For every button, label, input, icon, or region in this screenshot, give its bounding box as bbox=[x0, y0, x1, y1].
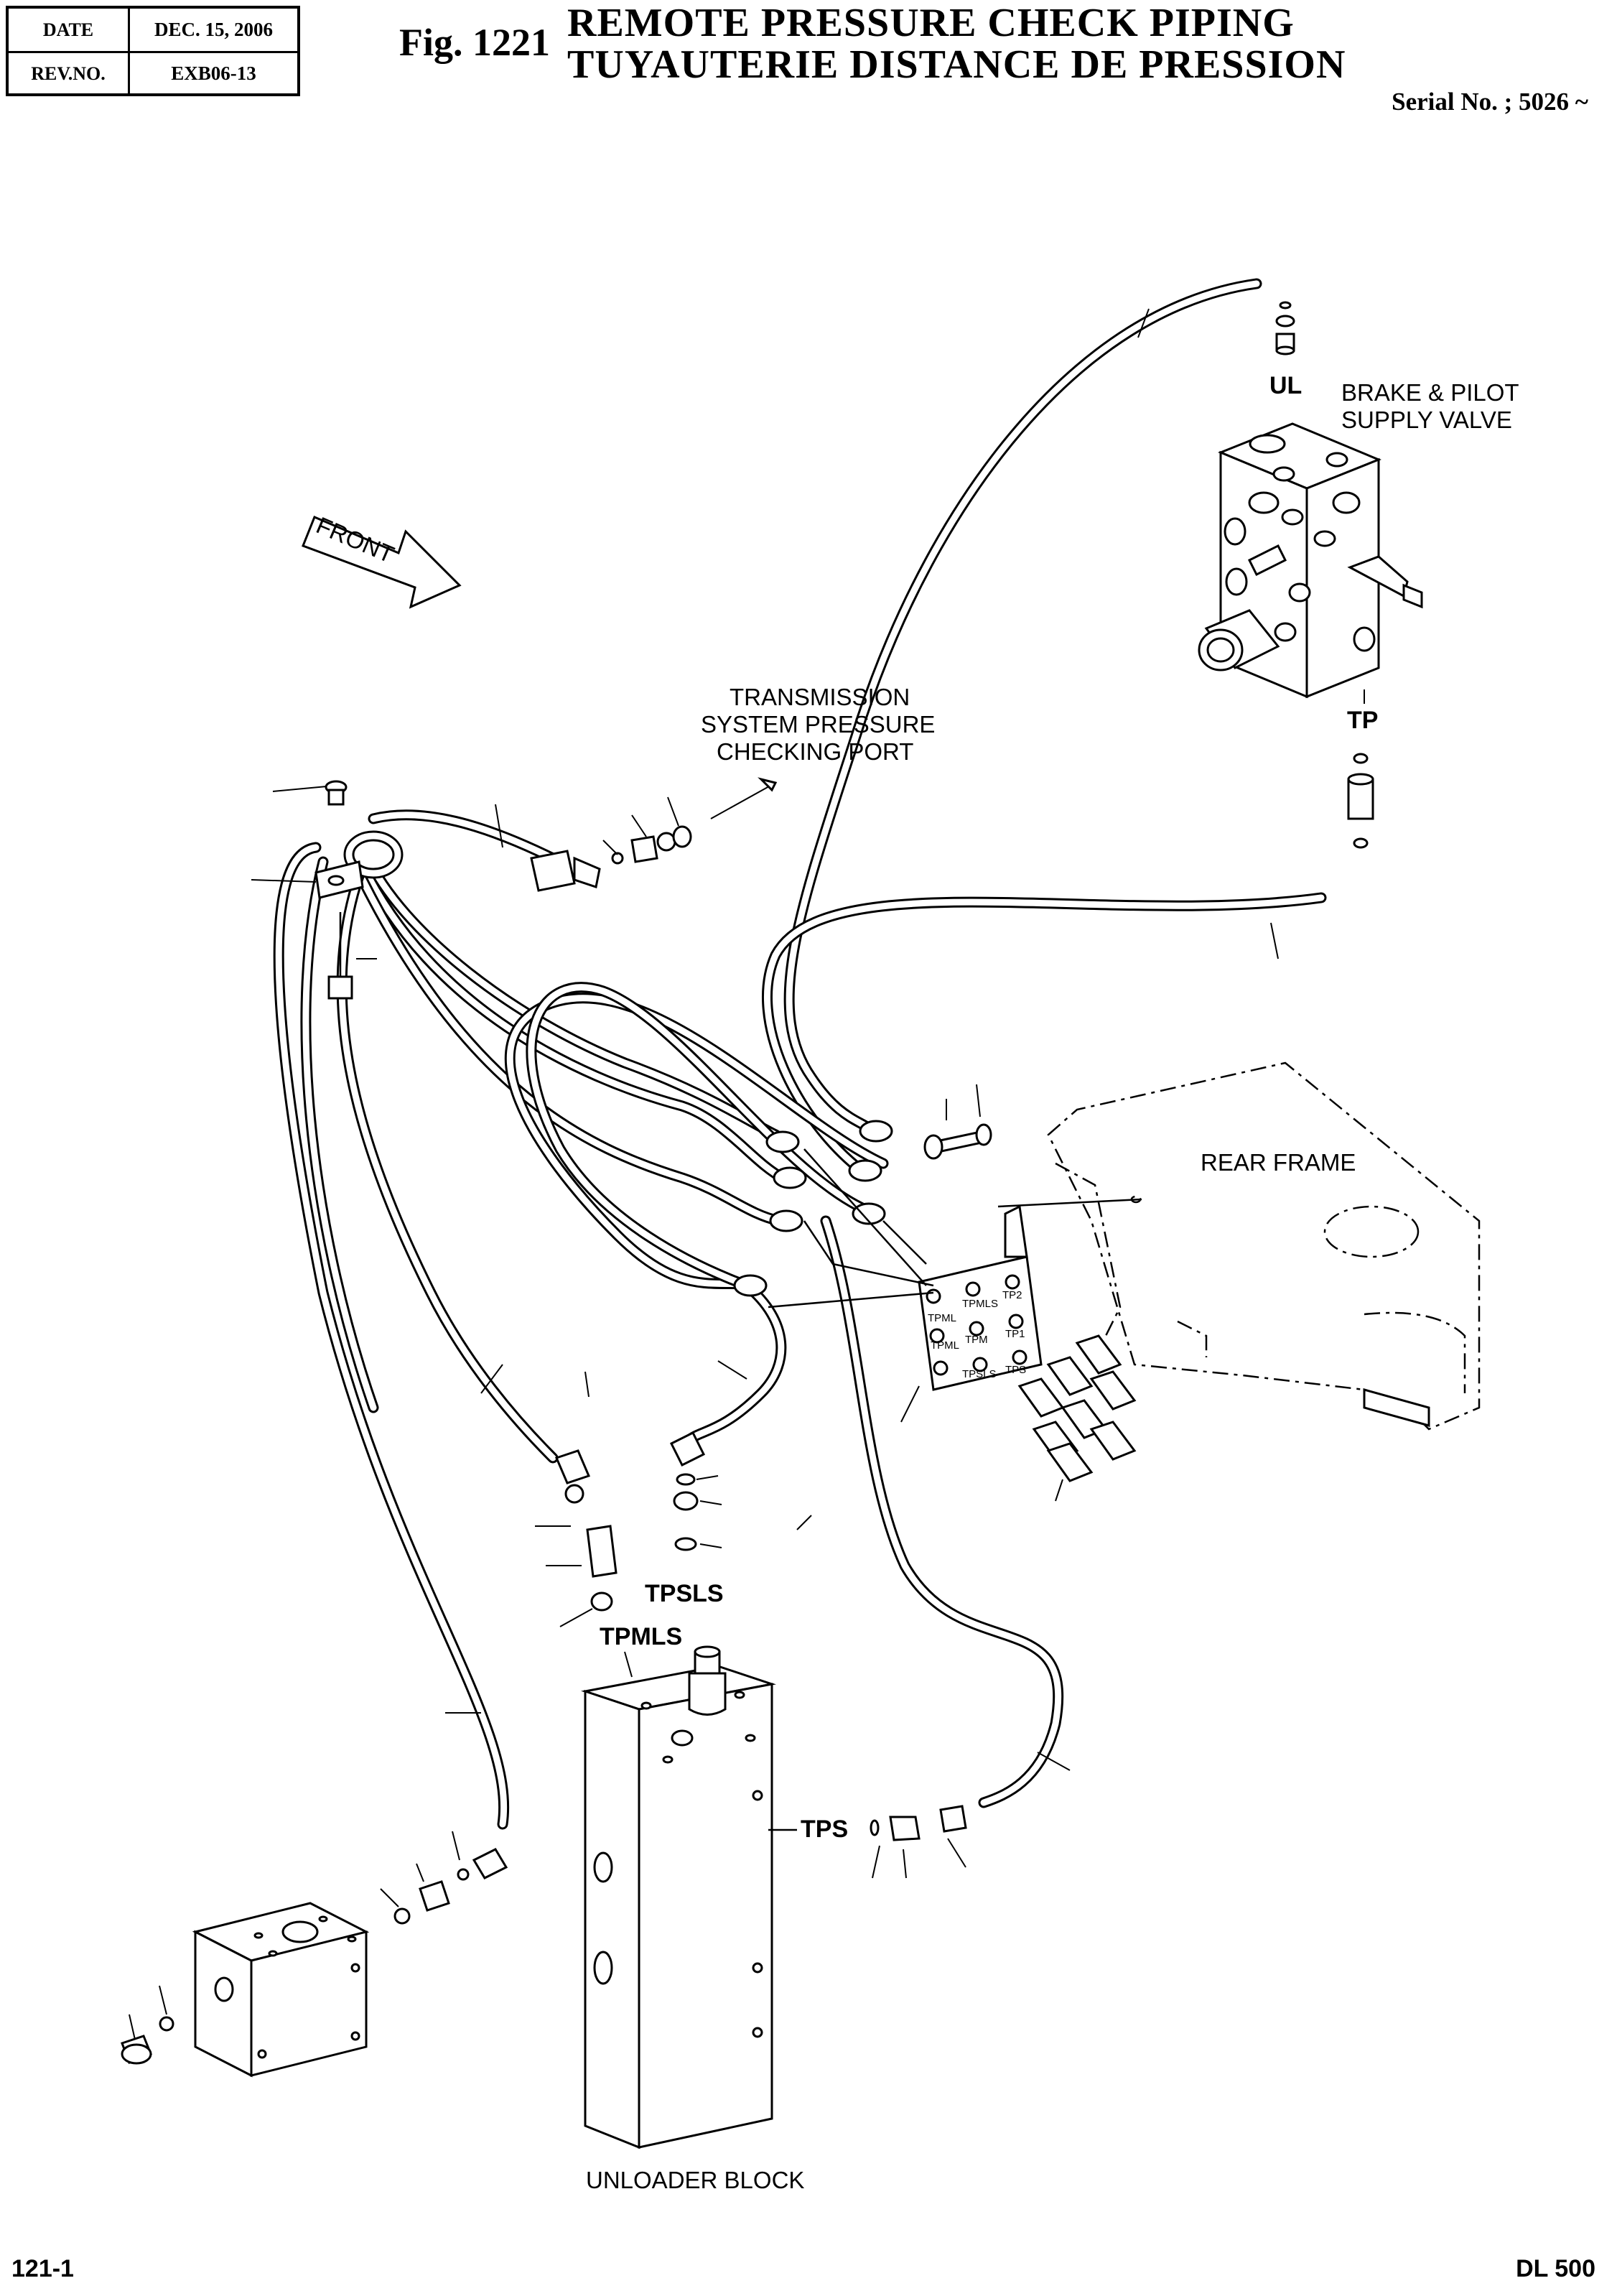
bracket-port-8: TPS bbox=[1005, 1364, 1026, 1376]
bracket-port-4: TPML bbox=[931, 1339, 959, 1352]
tpsls-label: TPSLS bbox=[645, 1580, 724, 1607]
bracket-port-6: TP1 bbox=[1005, 1328, 1025, 1340]
test-port-bracket: TPML TPMLS TP2 TPML TPM TP1 TPSLS TPS bbox=[900, 1084, 1142, 1502]
revision-table: DATE DEC. 15, 2006 REV.NO. EXB06-13 bbox=[6, 6, 300, 96]
test-block bbox=[121, 1902, 370, 2078]
transmission-port-label-line3: CHECKING PORT bbox=[717, 738, 913, 765]
tp-label: TP bbox=[1347, 707, 1378, 734]
leader-lines bbox=[445, 308, 1279, 1714]
bracket-port-7: TPSLS bbox=[962, 1368, 997, 1380]
title-english: REMOTE PRESSURE CHECK PIPING bbox=[567, 1, 1295, 45]
front-arrow: FRONT bbox=[302, 511, 462, 609]
ul-label: UL bbox=[1269, 372, 1302, 399]
tpmls-label: TPMLS bbox=[600, 1623, 682, 1650]
rear-frame-label: REAR FRAME bbox=[1201, 1149, 1356, 1176]
brake-pilot-valve: UL BRAKE & PILOT SUPPLY VALVE TP bbox=[1198, 301, 1519, 849]
title-french: TUYAUTERIE DISTANCE DE PRESSION bbox=[567, 42, 1346, 87]
bracket-port-2: TPMLS bbox=[962, 1298, 998, 1310]
transmission-port-fittings: TRANSMISSION SYSTEM PRESSURE CHECKING PO… bbox=[495, 684, 935, 892]
transmission-port-label-line2: SYSTEM PRESSURE bbox=[701, 711, 935, 738]
lower-fittings: TPSLS TPMLS TPS bbox=[380, 1431, 1071, 1925]
figure-number: Fig. 1221 bbox=[399, 21, 550, 64]
brake-valve-label-line2: SUPPLY VALVE bbox=[1341, 406, 1512, 433]
test-couplings bbox=[1017, 1334, 1137, 1502]
hose-clamp bbox=[251, 780, 404, 1000]
tps-label: TPS bbox=[801, 1816, 848, 1843]
bracket-port-5: TPM bbox=[965, 1334, 988, 1346]
brake-valve-label-line1: BRAKE & PILOT bbox=[1341, 379, 1519, 406]
unloader-block: UNLOADER BLOCK bbox=[581, 1645, 804, 2193]
page-number: 121-1 bbox=[11, 2255, 74, 2282]
bracket-port-1: TPML bbox=[928, 1312, 956, 1324]
date-label: DATE bbox=[9, 9, 130, 51]
rear-frame: REAR FRAME bbox=[1047, 1061, 1481, 1431]
date-row: DATE DEC. 15, 2006 bbox=[9, 9, 297, 53]
transmission-port-label-line1: TRANSMISSION bbox=[730, 684, 910, 710]
revision-label: REV.NO. bbox=[9, 52, 130, 95]
revision-value: EXB06-13 bbox=[171, 62, 256, 84]
bracket-port-3: TP2 bbox=[1002, 1289, 1022, 1301]
bracket-hose-fittings bbox=[733, 1120, 934, 1309]
date-value: DEC. 15, 2006 bbox=[154, 19, 273, 40]
model-number: DL 500 bbox=[1516, 2255, 1595, 2282]
unloader-block-label: UNLOADER BLOCK bbox=[586, 2167, 804, 2193]
hoses bbox=[273, 278, 1327, 1830]
revision-row: REV.NO. EXB06-13 bbox=[9, 52, 297, 95]
serial-number: Serial No. ; 5026 ~ bbox=[1392, 88, 1588, 116]
